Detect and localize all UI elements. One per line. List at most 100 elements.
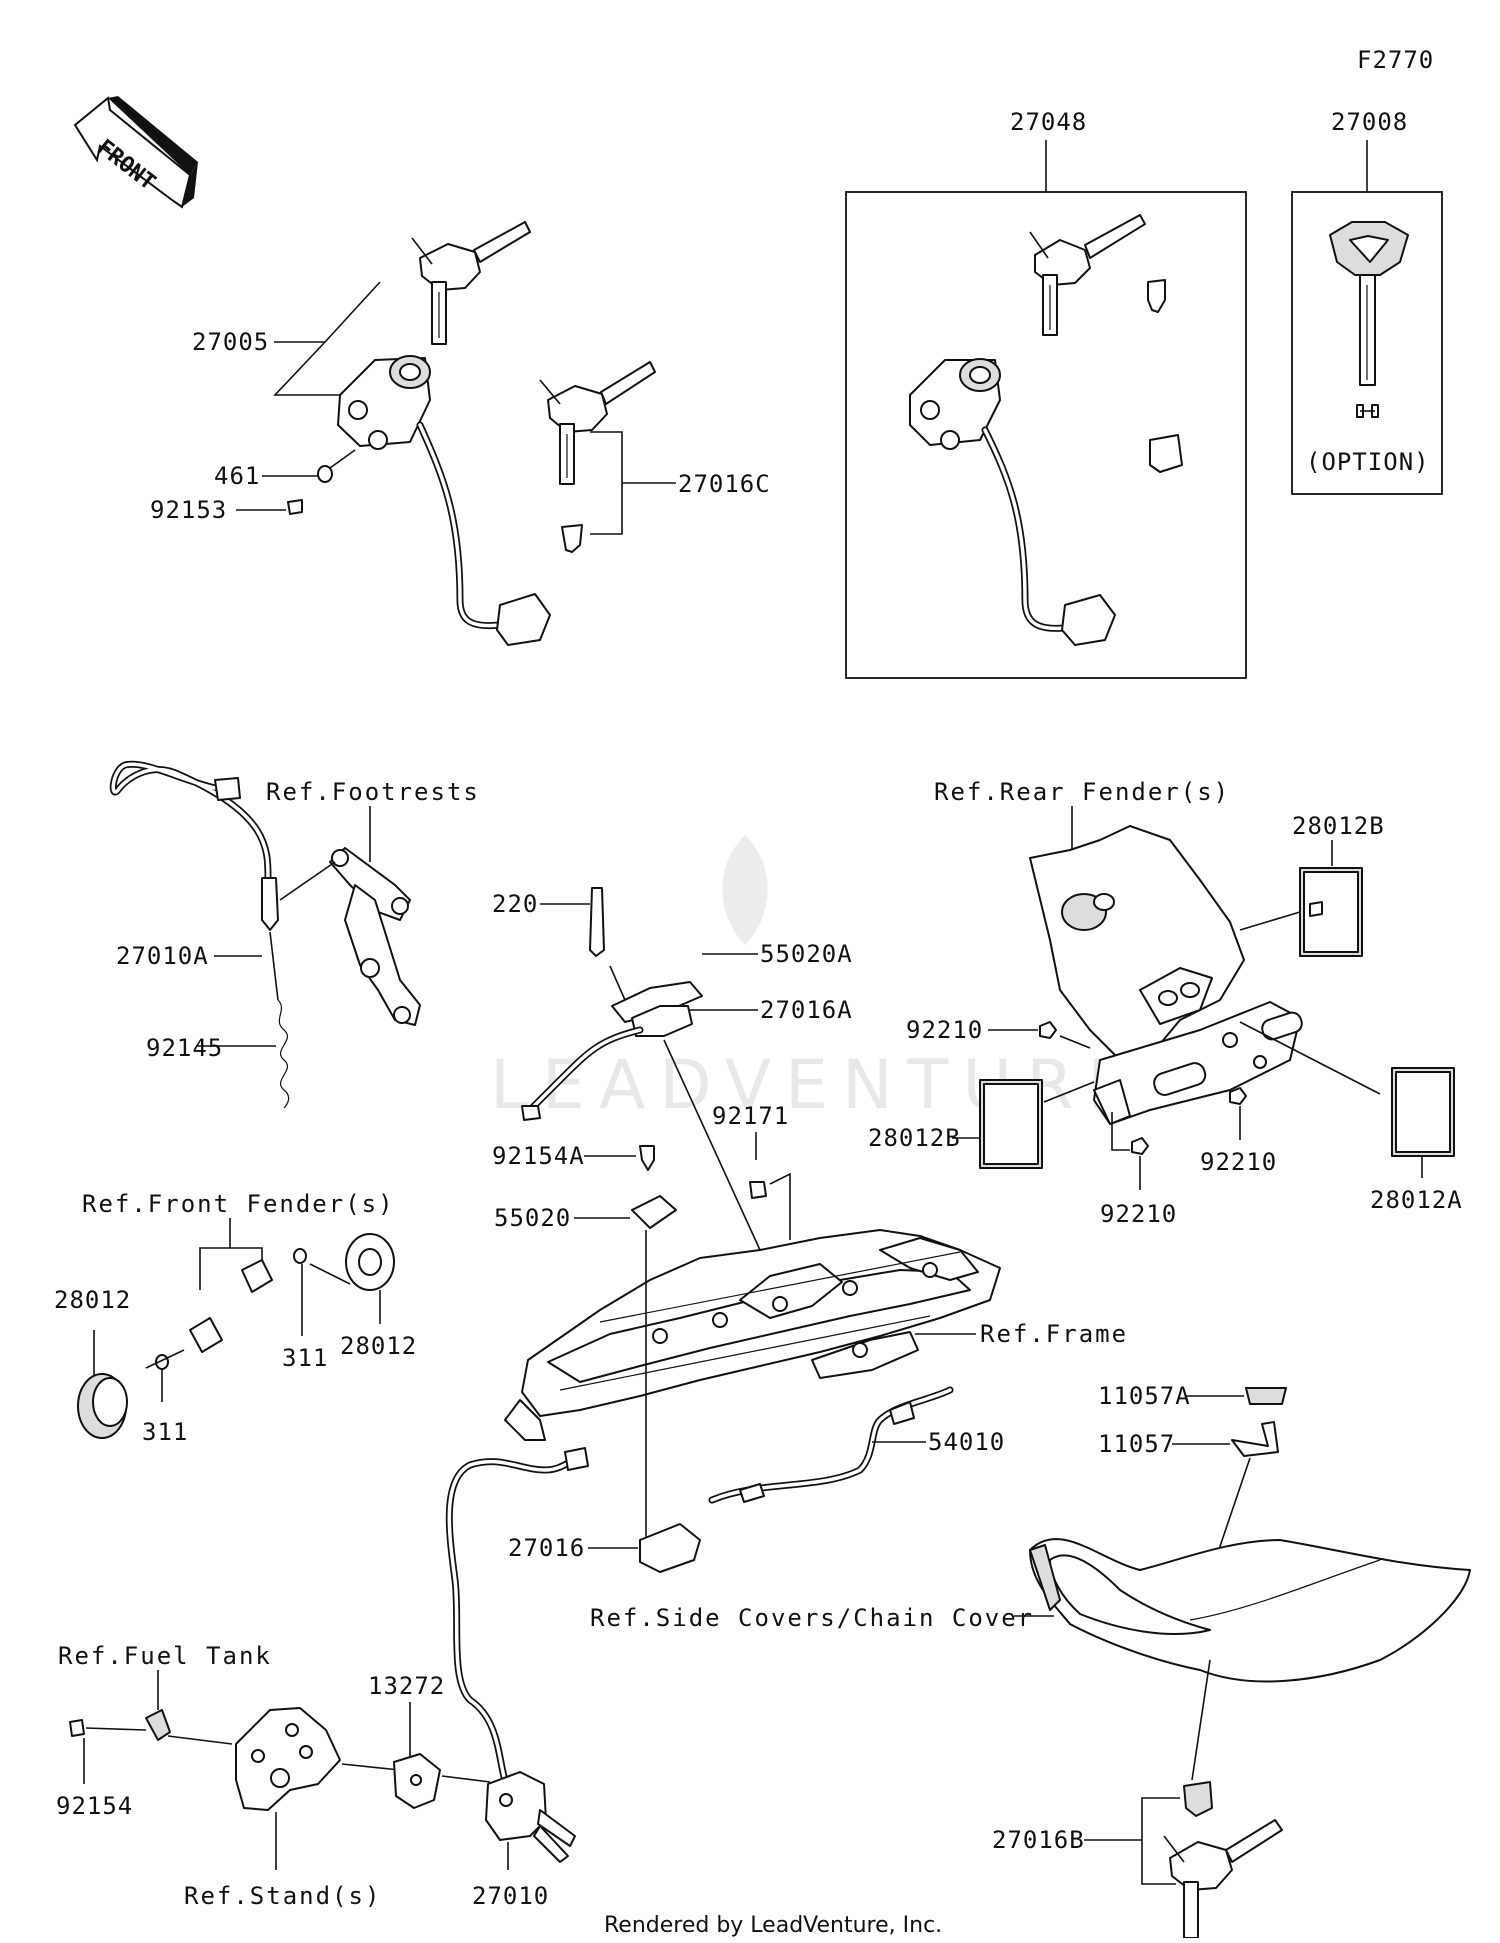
- front-fender-reflector-group: Ref.Front Fender(s) 28012 28012 311 311: [54, 1190, 417, 1446]
- main-key-icon: [411, 221, 531, 345]
- ignition-27005-group: 27005 461 92153: [150, 221, 551, 646]
- lock-cylinder-icon: [1147, 279, 1166, 313]
- label-92145: 92145: [146, 1034, 223, 1062]
- key-cylinder-icon: [561, 524, 583, 553]
- ignition-switch-icon: [909, 358, 1116, 646]
- label-27016A: 27016A: [760, 996, 853, 1024]
- label-ref-stand: Ref.Stand(s): [184, 1882, 381, 1910]
- side-cover-icon: [1029, 1538, 1471, 1683]
- nut-92210-a-icon: [1039, 1021, 1057, 1039]
- washer-icon: [317, 465, 333, 483]
- rear-fender-group: Ref.Rear Fender(s) 28012B: [868, 778, 1463, 1228]
- front-direction-arrow: FRONT: [73, 96, 198, 209]
- round-reflector-left-icon: [77, 1373, 128, 1439]
- reflector-28012B-left-icon: [979, 1079, 1043, 1169]
- label-92210-a: 92210: [906, 1016, 983, 1044]
- figure-id: F2770: [1357, 46, 1434, 74]
- label-92210-c: 92210: [1100, 1200, 1177, 1228]
- label-11057A: 11057A: [1098, 1382, 1191, 1410]
- side-cover-group: 11057A 11057 Ref.Side Covers/Chain Cover…: [590, 1382, 1471, 1939]
- key-27016B-icon: [1163, 1819, 1283, 1939]
- label-311-right: 311: [282, 1344, 328, 1372]
- ignition-switch-assembly-icon: [337, 355, 551, 646]
- label-27010: 27010: [472, 1882, 549, 1910]
- blank-key-icon: [1329, 221, 1409, 418]
- label-ref-rear-fender: Ref.Rear Fender(s): [934, 778, 1230, 806]
- label-ref-front-fender: Ref.Front Fender(s): [82, 1190, 395, 1218]
- bolt-92154A-icon: [639, 1145, 655, 1171]
- label-27016C: 27016C: [678, 470, 771, 498]
- reflector-28012A-icon: [1391, 1067, 1455, 1157]
- label-28012A: 28012A: [1370, 1186, 1463, 1214]
- footrest-bracket-icon: [329, 847, 421, 1026]
- label-55020A: 55020A: [760, 940, 853, 968]
- seat-lock-frame-group: 220 55020A 27016A 92154A 55020 92171: [492, 887, 1128, 1573]
- label-92153: 92153: [150, 496, 227, 524]
- nut-92171-icon: [749, 1181, 767, 1199]
- watermark-flame-icon: [722, 835, 768, 945]
- label-27048: 27048: [1010, 108, 1087, 136]
- bracket-11057-icon: [1231, 1421, 1279, 1457]
- label-220: 220: [492, 890, 538, 918]
- label-11057: 11057: [1098, 1430, 1175, 1458]
- label-92154: 92154: [56, 1792, 133, 1820]
- cable-connector-icon: [739, 1483, 765, 1503]
- screw-icon: [1309, 901, 1323, 917]
- spring-icon: [277, 999, 290, 1109]
- label-54010: 54010: [928, 1428, 1005, 1456]
- seat-lock-27016-icon: [639, 1523, 701, 1573]
- lock-cylinder-27016B-icon: [1183, 1781, 1213, 1817]
- label-27016B: 27016B: [992, 1826, 1085, 1854]
- bolt-icon: [287, 499, 303, 515]
- round-reflector-right-icon: [345, 1233, 395, 1291]
- kit-27048-group: 27048: [845, 108, 1247, 679]
- cable-end-icon: [521, 1105, 541, 1121]
- nut-92210-c-icon: [1131, 1137, 1149, 1155]
- nut-92210-b-icon: [1229, 1087, 1247, 1105]
- sensor-connector-icon: [214, 777, 241, 801]
- key-icon: [1029, 214, 1146, 336]
- switch-connector-icon: [564, 1447, 589, 1471]
- seat-lock-icon: [1149, 434, 1183, 473]
- label-28012B-left: 28012B: [868, 1124, 961, 1152]
- label-ref-fuel-tank: Ref.Fuel Tank: [58, 1642, 272, 1670]
- label-ref-frame: Ref.Frame: [980, 1320, 1128, 1348]
- bracket-55020A-icon: [611, 981, 703, 1023]
- label-27010A: 27010A: [116, 942, 209, 970]
- reflector-mount-left-icon: [189, 1317, 223, 1353]
- sidestand-switch-27010-icon: [485, 1771, 576, 1863]
- label-55020: 55020: [494, 1204, 571, 1232]
- label-92154A: 92154A: [492, 1142, 585, 1170]
- bolt-220-icon: [589, 887, 605, 957]
- label-28012-left: 28012: [54, 1286, 131, 1314]
- rear-frame-icon: [504, 1229, 1001, 1441]
- label-27016: 27016: [508, 1534, 585, 1562]
- label-311-left: 311: [142, 1418, 188, 1446]
- label-27008: 27008: [1331, 108, 1408, 136]
- label-ref-side-covers: Ref.Side Covers/Chain Cover: [590, 1604, 1034, 1632]
- rear-fender-icon: [1029, 825, 1303, 1125]
- reflector-28012B-top-icon: [1299, 867, 1363, 957]
- footer-credit: Rendered by LeadVenture, Inc.: [604, 1913, 942, 1938]
- bracket-55020-icon: [631, 1195, 677, 1229]
- catch-27016A-icon: [631, 1005, 693, 1037]
- label-461: 461: [214, 462, 260, 490]
- label-92210-b: 92210: [1200, 1148, 1277, 1176]
- label-ref-footrests: Ref.Footrests: [266, 778, 480, 806]
- label-28012-right: 28012: [340, 1332, 417, 1360]
- stand-fuel-tank-group: Ref.Fuel Tank 92154 Ref.Stand(s) 13272: [56, 1447, 589, 1910]
- lock-set-27016C-group: 27016C: [539, 361, 771, 553]
- fuel-tank-bracket-icon: [145, 1709, 171, 1741]
- sidestand-switch-icon: [261, 877, 279, 931]
- clip-11057A-icon: [1245, 1387, 1287, 1405]
- label-13272: 13272: [368, 1672, 445, 1700]
- cable-clip-icon: [889, 1401, 915, 1425]
- option-key-27008-group: 27008 (OPTION): [1291, 108, 1443, 495]
- nut-311-right-icon: [293, 1248, 307, 1264]
- footrest-sensor-group: Ref.Footrests 27010A 92145: [109, 760, 480, 1109]
- label-92171: 92171: [712, 1102, 789, 1130]
- option-note: (OPTION): [1306, 448, 1430, 476]
- label-28012B-top: 28012B: [1292, 812, 1385, 840]
